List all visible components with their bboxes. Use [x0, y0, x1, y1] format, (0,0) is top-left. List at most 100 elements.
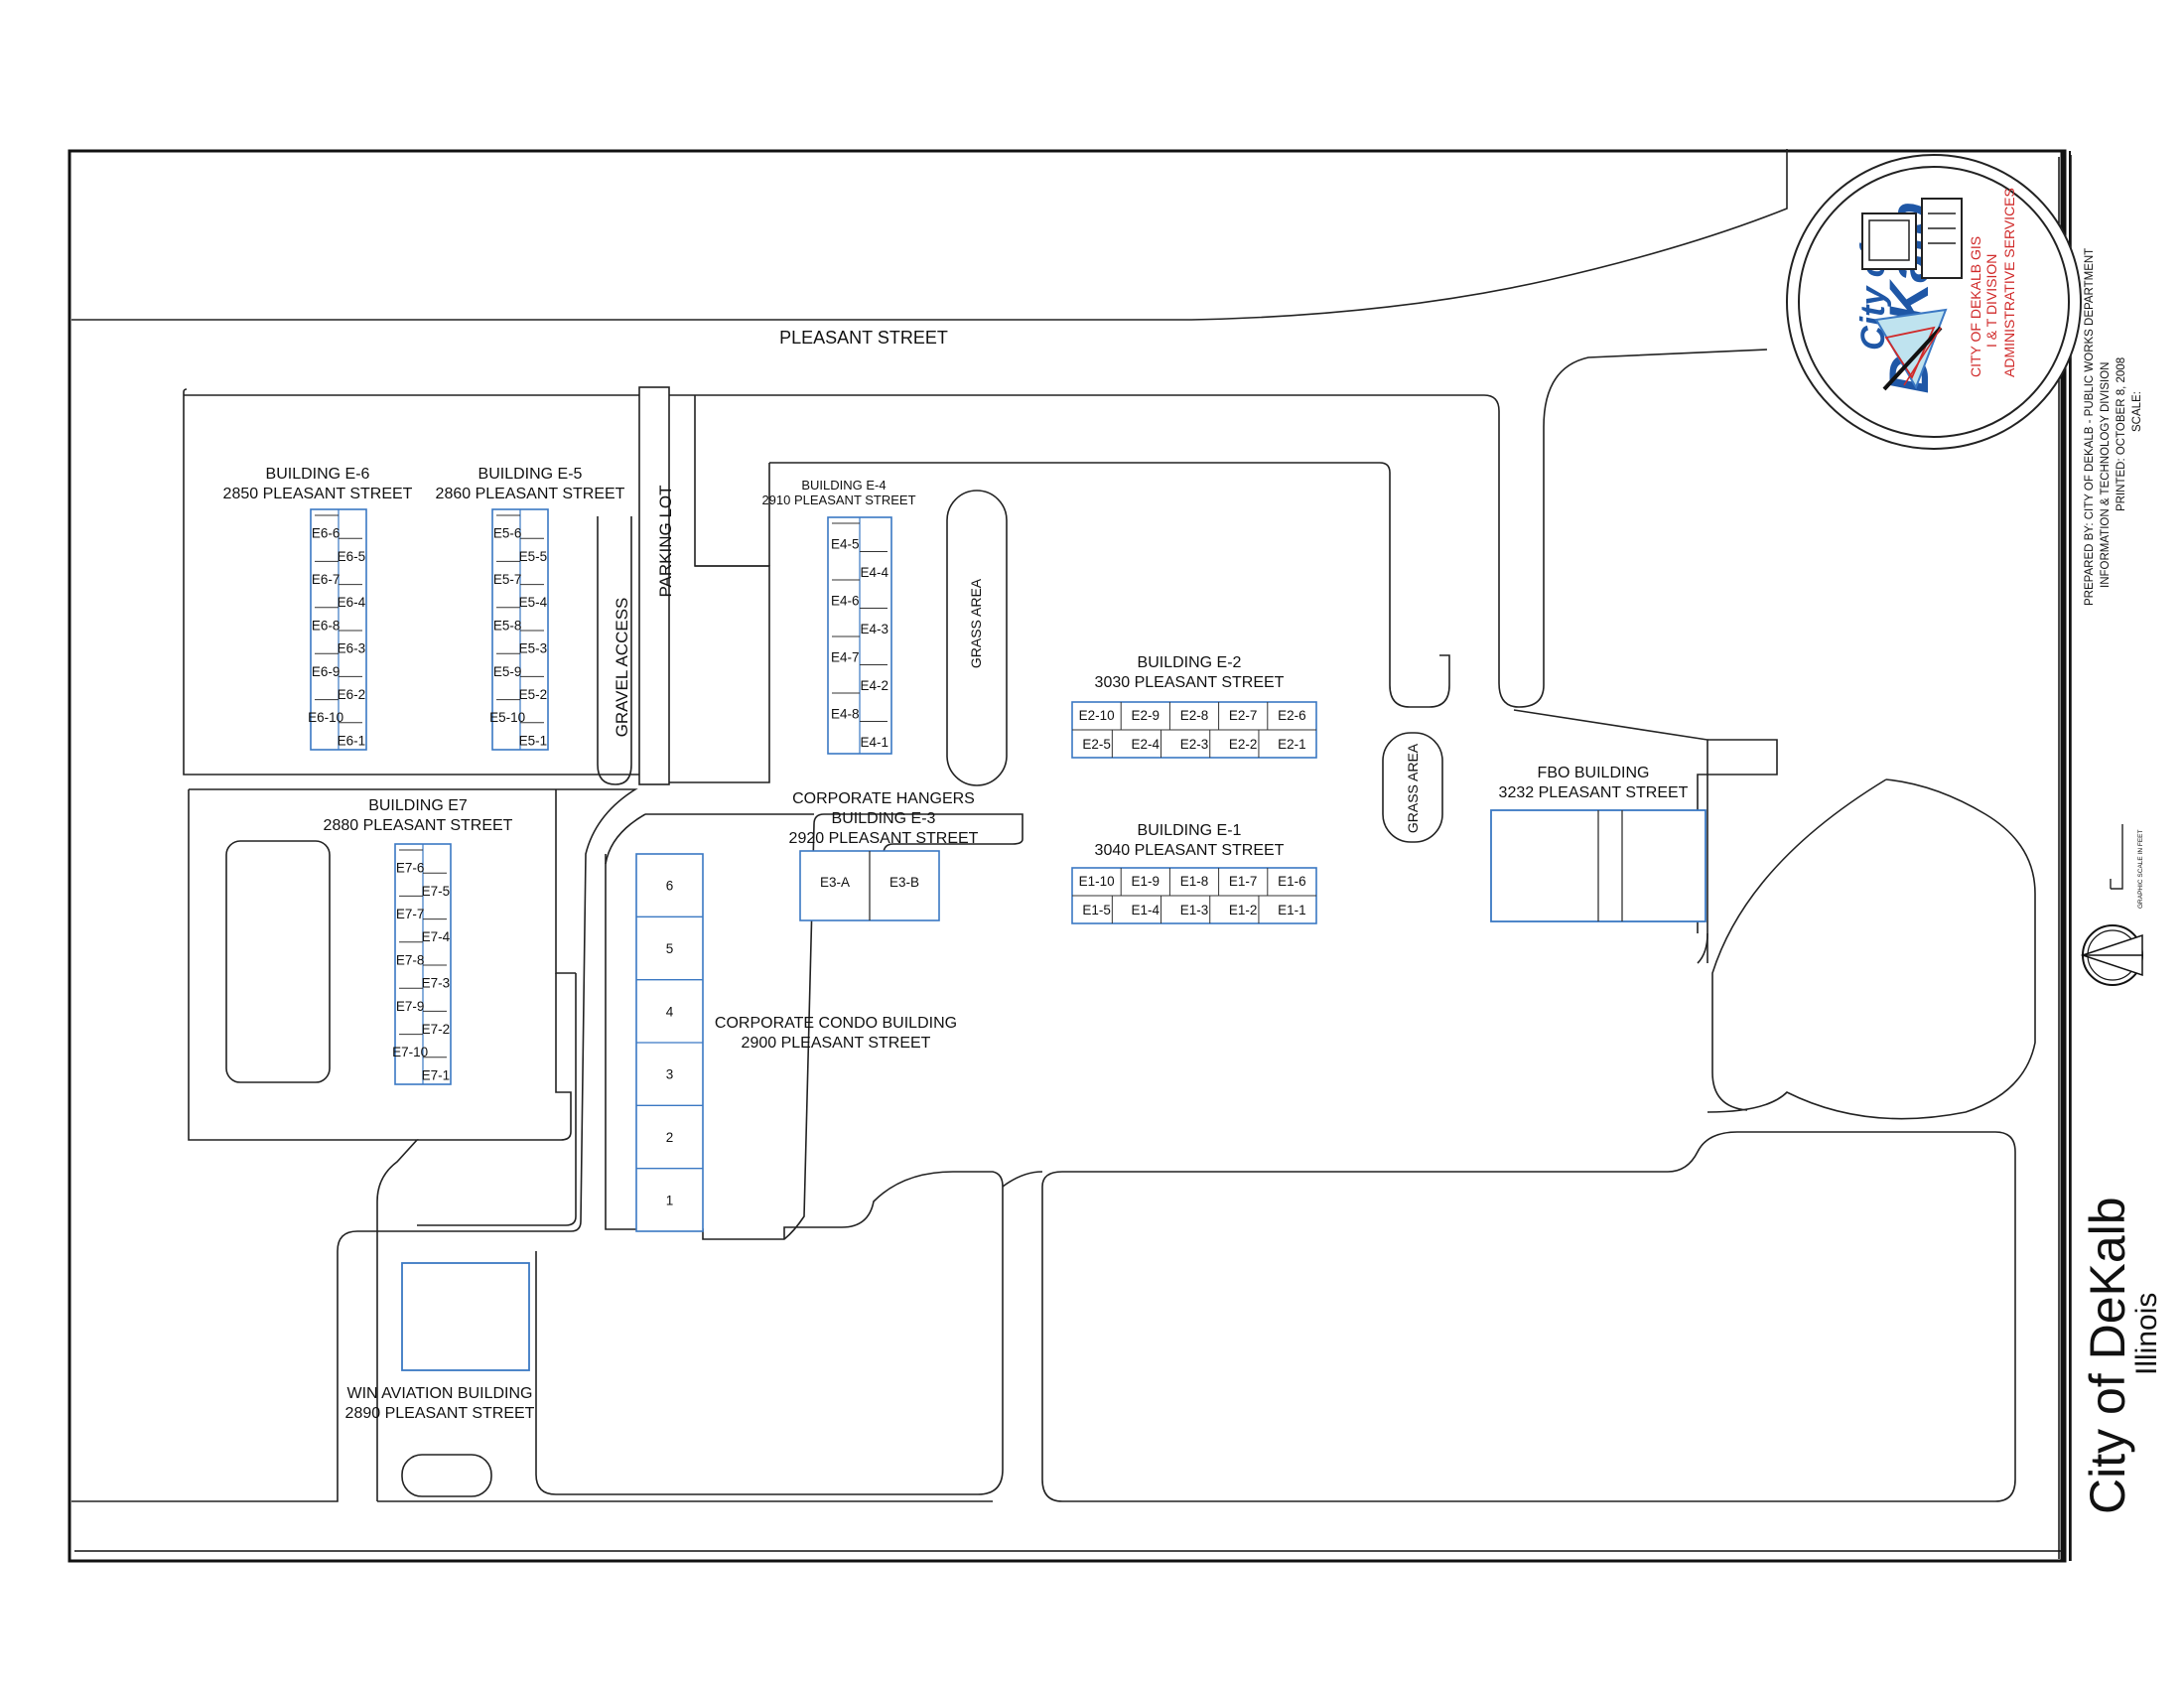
e3-name-line1: CORPORATE HANGERS [792, 790, 975, 807]
unit-label: E2-1 [1278, 737, 1306, 752]
graphic-scale-label: GRAPHIC SCALE IN FEET [2137, 830, 2144, 909]
seal-caption: CITY OF DEKALB GIS I & T DIVISION ADMINI… [1968, 188, 2017, 377]
unit-label: E6-3 [338, 641, 366, 656]
unit-label: E7-5 [422, 884, 451, 899]
unit-label: E7-4 [422, 929, 451, 944]
e2-address: 3030 PLEASANT STREET [1095, 674, 1285, 691]
city-name: City of DeKalb [2080, 1197, 2135, 1514]
unit-label: E6-5 [338, 549, 366, 564]
unit-label: E1-3 [1180, 903, 1209, 917]
unit-label: E5-7 [493, 572, 522, 587]
win-name: WIN AVIATION BUILDING [347, 1385, 533, 1402]
e6-address: 2850 PLEASANT STREET [223, 486, 413, 502]
grass-area-2 [1382, 732, 1443, 843]
unit-label: E7-10 [392, 1045, 428, 1059]
unit-label: E2-10 [1079, 708, 1115, 723]
unit-label: E2-9 [1132, 708, 1160, 723]
seal-line2: I & T DIVISION [1983, 254, 1999, 348]
e7-address: 2880 PLEASANT STREET [324, 817, 513, 834]
unit-label: E7-8 [396, 952, 425, 967]
computer-icon [1861, 198, 1963, 279]
building-e4: E4-5E4-4E4-6E4-3E4-7E4-2E4-8E4-1 [827, 516, 892, 755]
parking-lot-label: PARKING LOT [656, 485, 675, 597]
parking-lot-strip [638, 386, 670, 785]
division: INFORMATION & TECHNOLOGY DIVISION [2100, 362, 2112, 588]
unit-label: E4-5 [831, 536, 860, 551]
unit-label: E4-6 [831, 593, 860, 608]
condo-unit-label: 4 [666, 1004, 674, 1019]
unit-label: E7-6 [396, 861, 425, 876]
unit-label: E6-9 [312, 664, 341, 679]
unit-label: E7-7 [396, 907, 425, 921]
unit-label: E6-2 [338, 687, 366, 702]
unit-label: E2-6 [1278, 708, 1306, 723]
unit-label: E4-8 [831, 706, 860, 721]
unit-label: E1-1 [1278, 903, 1306, 917]
unit-label: E5-1 [519, 733, 548, 748]
unit-label: E2-2 [1229, 737, 1258, 752]
unit-label: E4-2 [860, 678, 888, 693]
unit-label: E7-2 [422, 1022, 451, 1037]
fbo-name: FBO BUILDING [1538, 765, 1650, 781]
e2-name: BUILDING E-2 [1138, 654, 1242, 671]
unit-label: E5-8 [493, 618, 522, 633]
drafting-triangle-icon [1874, 308, 1948, 391]
unit-label: E2-5 [1082, 737, 1111, 752]
unit-label: E1-6 [1278, 874, 1306, 889]
unit-label: E5-3 [519, 641, 548, 656]
e3-name-line2: BUILDING E-3 [832, 810, 936, 827]
unit-label: E6-10 [308, 710, 343, 725]
city-seal: City of DeKalb CITY OF DEKALB GIS I & T … [1786, 154, 2082, 450]
condo-unit-label: 1 [666, 1193, 674, 1207]
city-title: City of DeKalb Illinois [2080, 1197, 2163, 1514]
unit-label: E5-4 [519, 595, 548, 610]
unit-label: E6-1 [338, 733, 366, 748]
unit-label: E1-2 [1229, 903, 1258, 917]
unit-label: E6-8 [312, 618, 341, 633]
seal-line1: CITY OF DEKALB GIS [1968, 236, 1983, 377]
prepared-by: PREPARED BY: CITY OF DEKALB - PUBLIC WOR… [2084, 248, 2096, 606]
unit-label: E1-4 [1132, 903, 1160, 917]
scale-label: SCALE: [2131, 391, 2143, 432]
unit-label: E7-1 [422, 1067, 451, 1082]
building-e7: E7-6E7-5E7-7E7-4E7-8E7-3E7-9E7-2E7-10E7-… [392, 843, 452, 1085]
win-aviation-building [401, 1262, 530, 1371]
graphic-scale: GRAPHIC SCALE IN FEET [2110, 824, 2144, 909]
grass-area-2-label: GRASS AREA [1405, 743, 1421, 833]
e5-address: 2860 PLEASANT STREET [436, 486, 625, 502]
grass-island-south [401, 1454, 492, 1497]
unit-label: E2-4 [1132, 737, 1160, 752]
unit-label: E1-5 [1082, 903, 1111, 917]
condo-unit-label: 5 [666, 941, 674, 956]
gravel-access-label: GRAVEL ACCESS [613, 598, 631, 738]
e4-address: 2910 PLEASANT STREET [761, 493, 915, 507]
unit-label: E1-9 [1132, 874, 1160, 889]
fbo-address: 3232 PLEASANT STREET [1499, 784, 1689, 801]
condo-address: 2900 PLEASANT STREET [742, 1035, 931, 1052]
unit-label: E5-6 [493, 526, 522, 541]
condo-unit-label: 6 [666, 879, 674, 894]
e1-name: BUILDING E-1 [1138, 822, 1242, 839]
unit-label: E4-3 [860, 622, 888, 636]
north-arrow-icon [2080, 924, 2143, 986]
unit-label: E5-2 [519, 687, 548, 702]
e1-address: 3040 PLEASANT STREET [1095, 842, 1285, 859]
unit-label: E6-4 [338, 595, 366, 610]
unit-label: E1-8 [1180, 874, 1209, 889]
unit-label: E6-7 [312, 572, 341, 587]
building-e5: E5-6E5-5E5-7E5-4E5-8E5-3E5-9E5-2E5-10E5-… [489, 508, 549, 751]
unit-label: E7-9 [396, 999, 425, 1014]
e6-name: BUILDING E-6 [266, 466, 370, 483]
unit-label: E1-10 [1079, 874, 1115, 889]
street-label: PLEASANT STREET [779, 328, 948, 348]
e7-name: BUILDING E7 [368, 797, 468, 814]
condo-unit-label: 3 [666, 1067, 674, 1082]
unit-label: E4-7 [831, 649, 860, 664]
e3-address: 2920 PLEASANT STREET [789, 830, 979, 847]
unit-label: E2-8 [1180, 708, 1209, 723]
condo-name: CORPORATE CONDO BUILDING [715, 1015, 957, 1032]
